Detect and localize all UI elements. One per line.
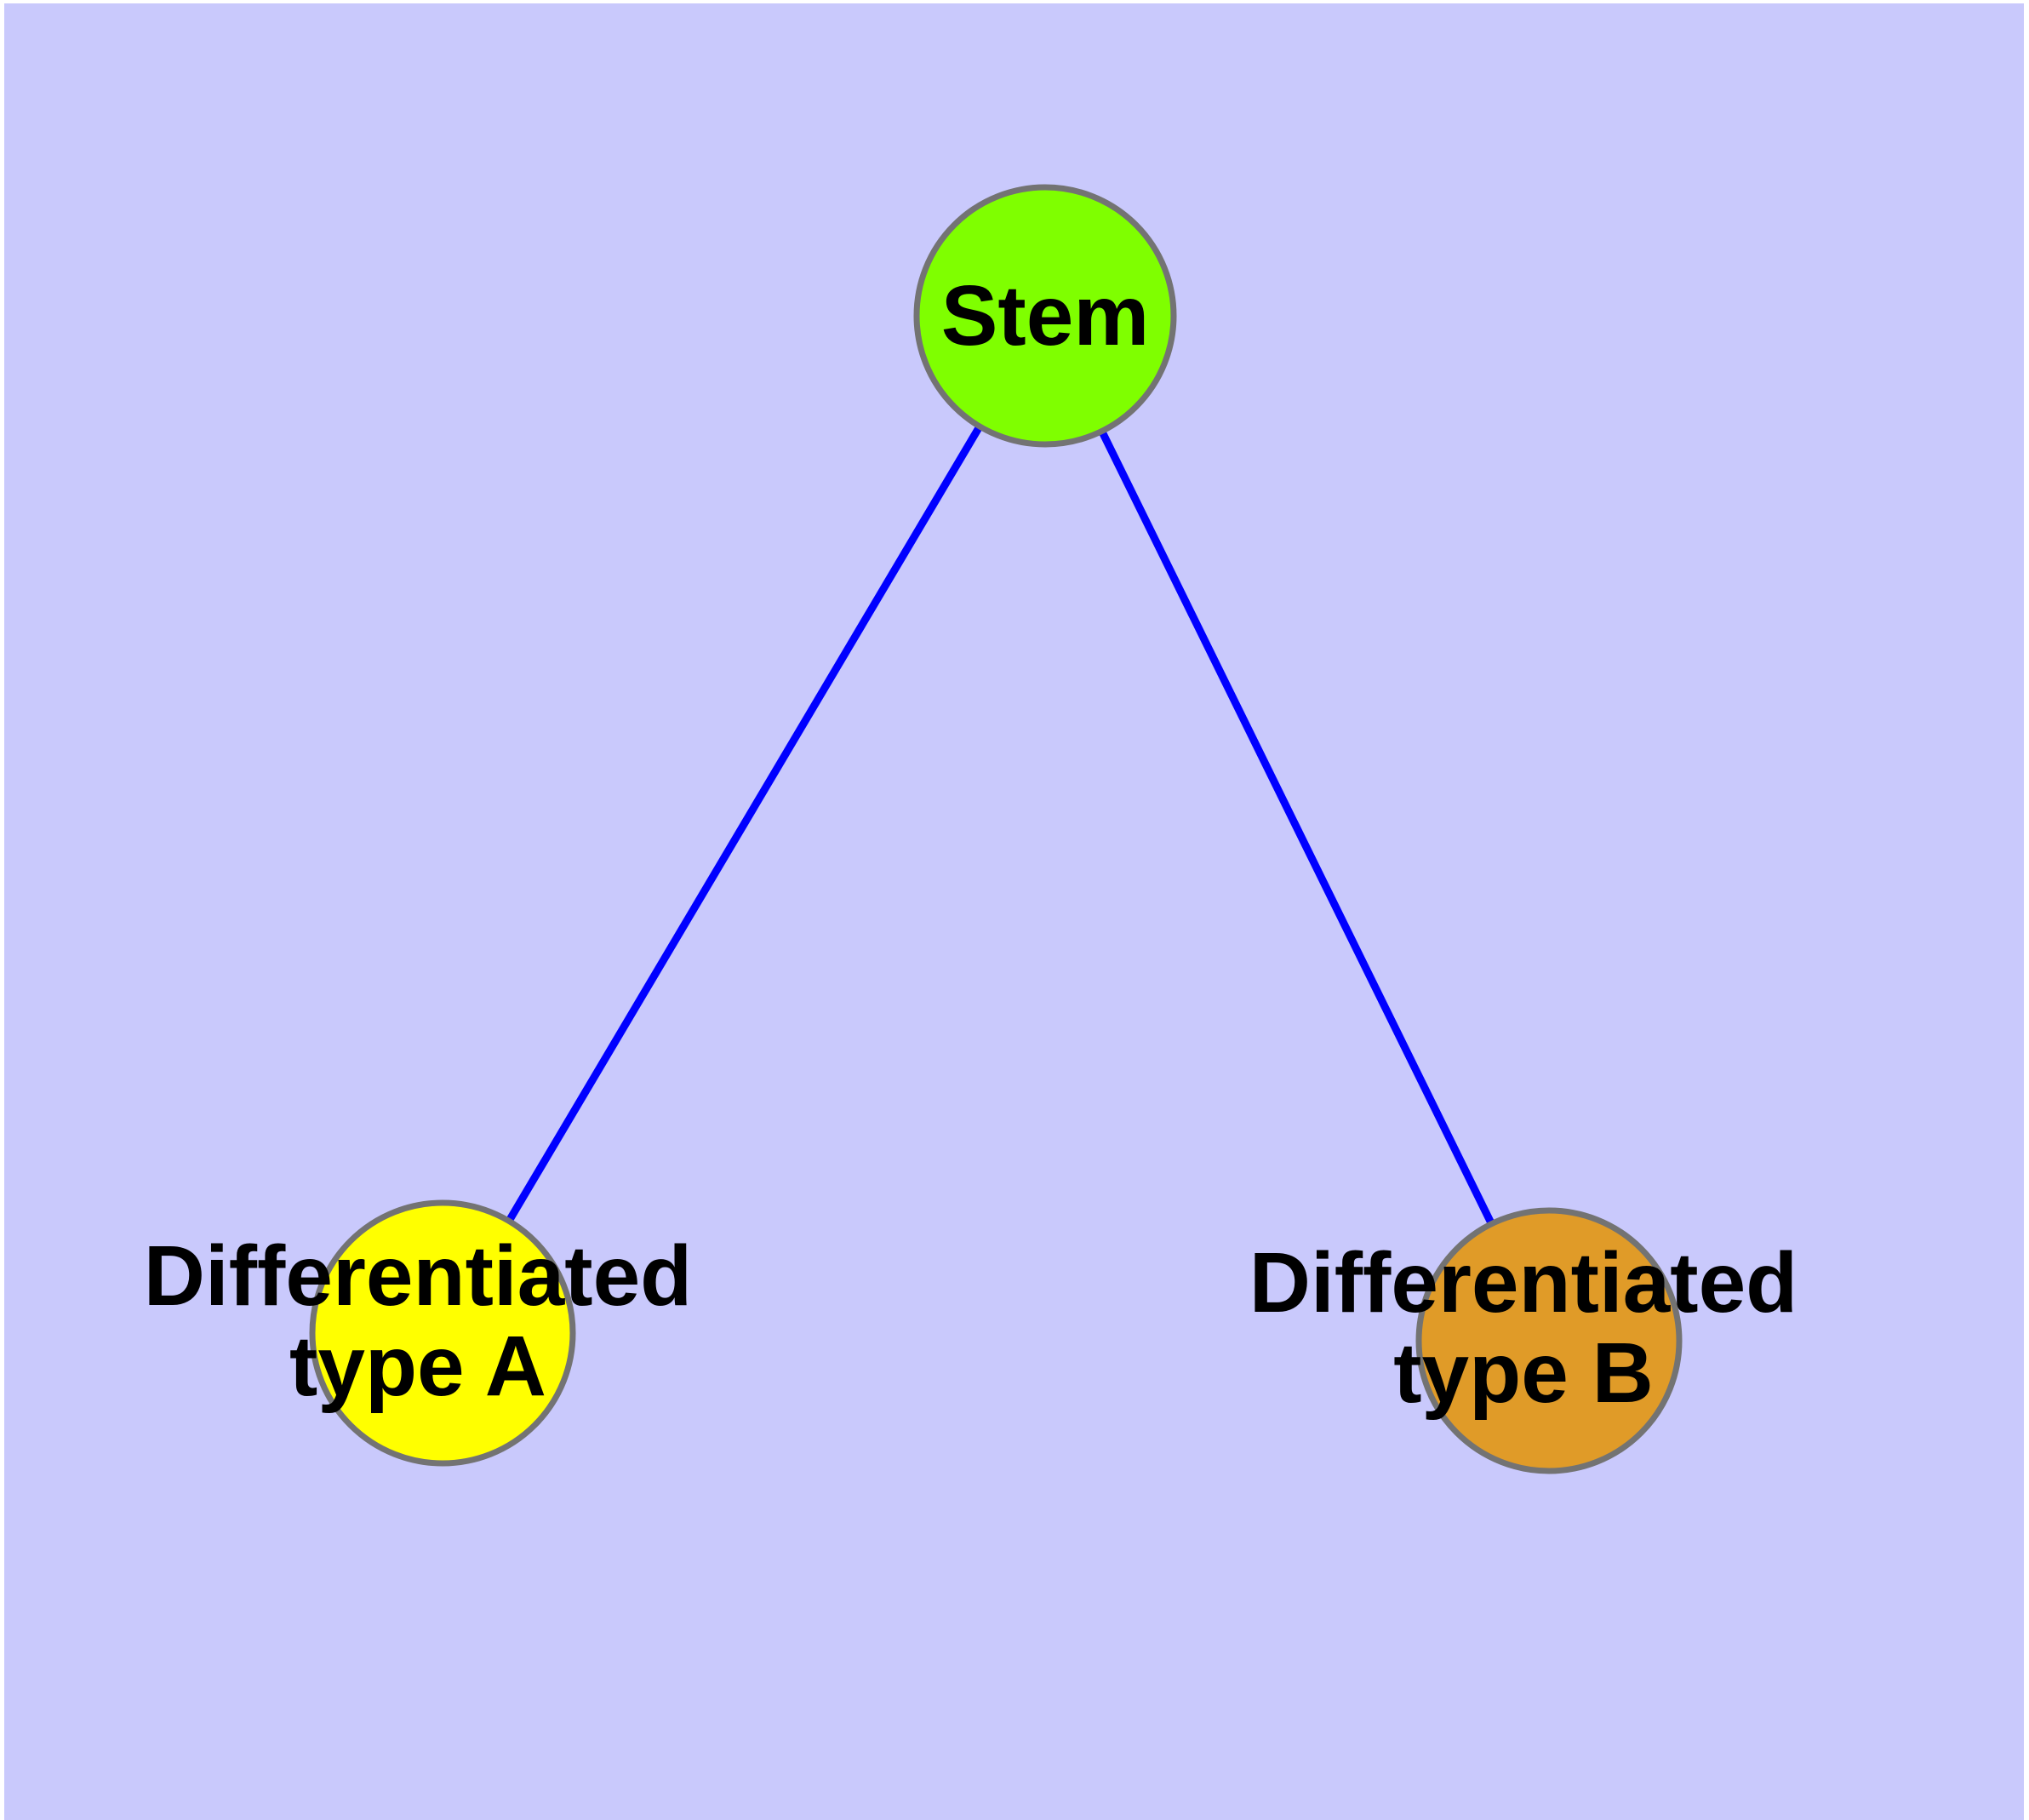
node-diff_a[interactable] xyxy=(309,1199,576,1467)
node-layer xyxy=(309,184,1683,1474)
node-stem[interactable] xyxy=(913,184,1177,448)
edge-stem-diff-b[interactable] xyxy=(1041,314,1553,1342)
edge-layer xyxy=(439,313,1553,1342)
node-diff_b[interactable] xyxy=(1415,1207,1683,1474)
edge-stem-diff-a[interactable] xyxy=(439,313,1049,1336)
